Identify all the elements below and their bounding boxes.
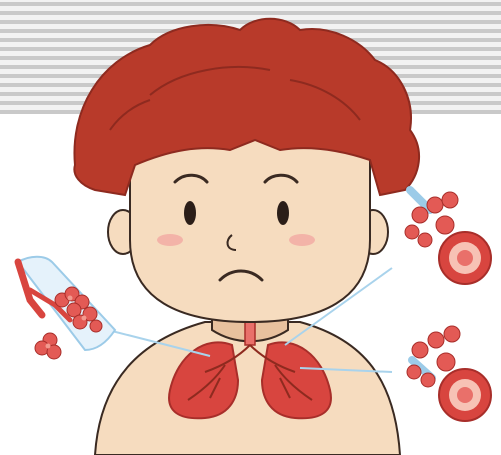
right-eye [277,201,289,225]
backdrop-stripe [0,11,501,15]
bronchus-cross-section-icon-top [405,190,491,284]
left-eye [184,201,196,225]
alveoli-cluster-icon [18,257,115,359]
backdrop-stripe [0,2,501,6]
bronchus-cross-section-icon-bottom [407,326,491,421]
